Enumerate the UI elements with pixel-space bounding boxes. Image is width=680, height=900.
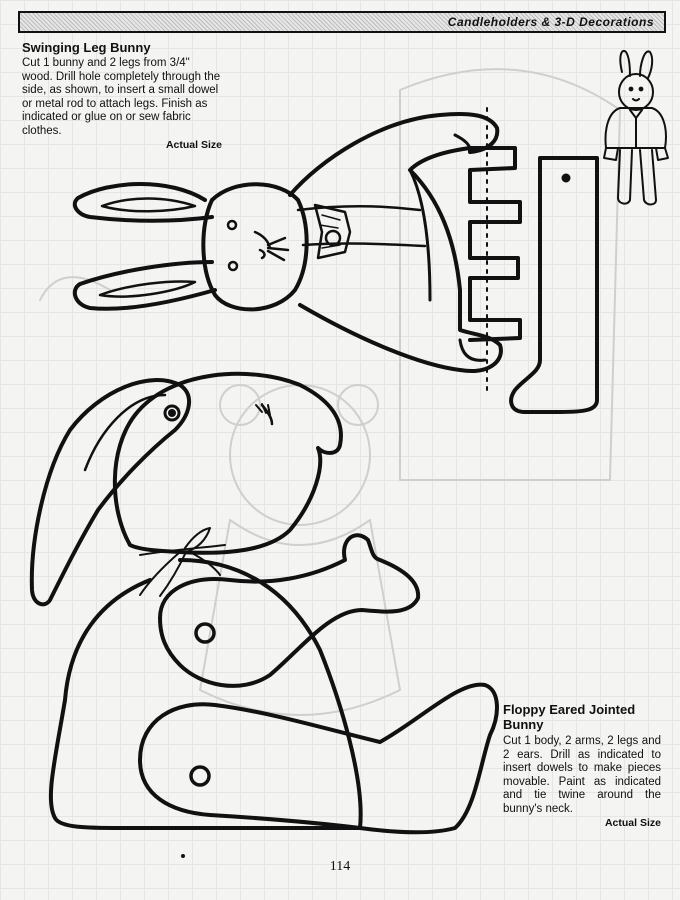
floppy-bunny-arm-pattern bbox=[158, 533, 421, 688]
floppy-bunny-instructions: Floppy Eared Jointed Bunny Cut 1 body, 2… bbox=[503, 702, 661, 829]
bow-tie-illustration bbox=[313, 203, 352, 260]
swinging-leg-bunny-text: Cut 1 bunny and 2 legs from 3/4" wood. D… bbox=[22, 57, 221, 137]
bunny-face-details bbox=[226, 219, 290, 272]
swinging-leg-bunny-title: Swinging Leg Bunny bbox=[22, 40, 151, 55]
stray-dot bbox=[181, 854, 185, 858]
floppy-bunny-text: Cut 1 body, 2 arms, 2 legs and 2 ears. D… bbox=[503, 735, 661, 815]
section-header-title: Candleholders & 3-D Decorations bbox=[447, 15, 654, 29]
floppy-ear-pattern bbox=[29, 378, 191, 607]
page-number: 114 bbox=[329, 859, 351, 874]
floppy-bunny-body-pattern bbox=[48, 371, 363, 830]
swinging-leg-bunny-size-label: Actual Size bbox=[165, 139, 222, 151]
swinging-leg-bunny-body-pattern bbox=[72, 111, 503, 373]
twine-bow-illustration bbox=[139, 527, 226, 597]
floppy-bunny-title: Floppy Eared Jointed Bunny bbox=[503, 702, 636, 732]
swinging-leg-pattern bbox=[509, 156, 599, 414]
faint-background-bear-illustration bbox=[39, 68, 621, 716]
section-header-bar: Candleholders & 3-D Decorations bbox=[18, 11, 666, 33]
floppy-bunny-size-label: Actual Size bbox=[604, 817, 661, 829]
floppy-bunny-leg-pattern bbox=[138, 682, 499, 835]
assembled-bunny-thumbnail bbox=[603, 50, 669, 206]
swinging-leg-bunny-instructions: Swinging Leg Bunny Cut 1 bunny and 2 leg… bbox=[22, 40, 222, 151]
leg-attachment-notches bbox=[468, 107, 522, 391]
